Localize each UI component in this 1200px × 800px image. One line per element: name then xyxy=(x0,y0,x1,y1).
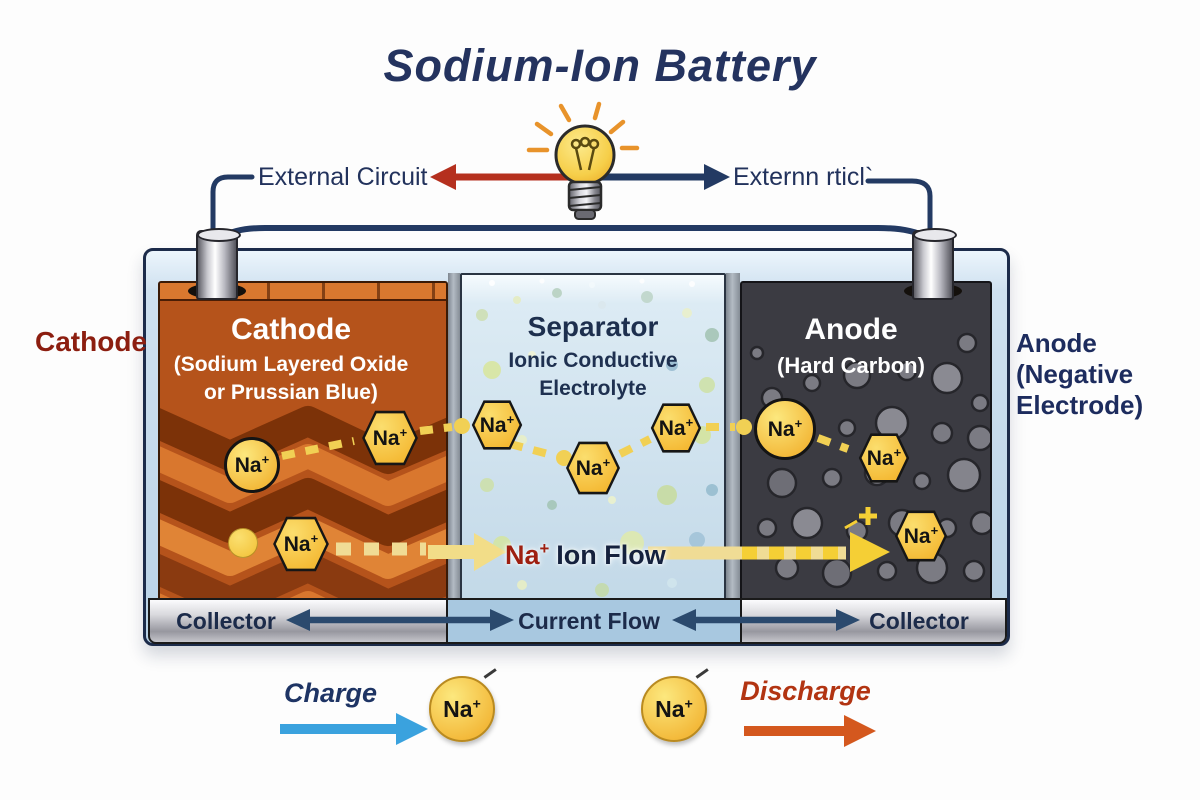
anode-side-label: Anode (Negative Electrode) xyxy=(1016,328,1156,421)
sodium-ion: Na+ xyxy=(273,516,329,572)
sodium-ion: Na+ xyxy=(858,433,910,483)
external-circuit-label-right: Externn rticl` xyxy=(733,163,874,191)
current-arrow-right xyxy=(704,164,730,190)
anode-title: Anode xyxy=(804,313,898,346)
anode-side-label-line1: Anode xyxy=(1016,328,1097,358)
separator-title: Separator xyxy=(527,311,659,342)
cell-wall-left xyxy=(448,273,460,600)
page-title: Sodium-Ion Battery xyxy=(383,40,817,91)
external-circuit-label-left: External Circuit xyxy=(258,163,428,191)
sodium-ion-legend: Na+ xyxy=(429,668,497,742)
cathode-subtitle-2: or Prussian Blue) xyxy=(204,381,378,404)
discharge-label: Discharge xyxy=(740,676,871,706)
cathode-title: Cathode xyxy=(231,313,351,346)
cathode-subtitle-1: (Sodium Layered Oxide xyxy=(173,353,409,376)
anode-side-label-line2: (Negative xyxy=(1016,359,1134,389)
sodium-ion: Na+ xyxy=(362,410,418,466)
bulb-filament xyxy=(570,136,600,171)
current-arrow-left xyxy=(430,164,456,190)
bulb-rays-icon xyxy=(526,101,640,153)
ion-dot xyxy=(228,528,258,558)
light-bulb-icon xyxy=(526,101,640,220)
collector-label-right: Collector xyxy=(869,608,969,634)
anode-side-label-line3: Electrode) xyxy=(1016,390,1144,420)
separator-subtitle-1: Ionic Conductive xyxy=(508,349,678,372)
anode-subtitle: (Hard Carbon) xyxy=(777,353,925,378)
separator-subtitle-2: Electrolyte xyxy=(539,377,647,400)
current-flow-label: Current Flow xyxy=(518,608,660,634)
collector-label-left: Collector xyxy=(176,608,276,634)
terminal-right xyxy=(912,228,957,300)
sodium-ion: Na+ xyxy=(754,398,816,460)
ion-flow-label: Na+Ion Flow xyxy=(505,539,666,570)
sodium-ion-legend: Na+ xyxy=(641,668,709,742)
sodium-ion: Na+ xyxy=(650,403,702,453)
sodium-ion: Na+ xyxy=(566,441,620,495)
sodium-ion: Na+ xyxy=(224,437,280,493)
cell-wall-right xyxy=(726,273,740,600)
sodium-ion: Na+ xyxy=(894,510,948,562)
charge-label: Charge xyxy=(283,678,378,708)
cathode-side-label: Cathode xyxy=(35,326,147,357)
terminal-left xyxy=(196,228,241,300)
